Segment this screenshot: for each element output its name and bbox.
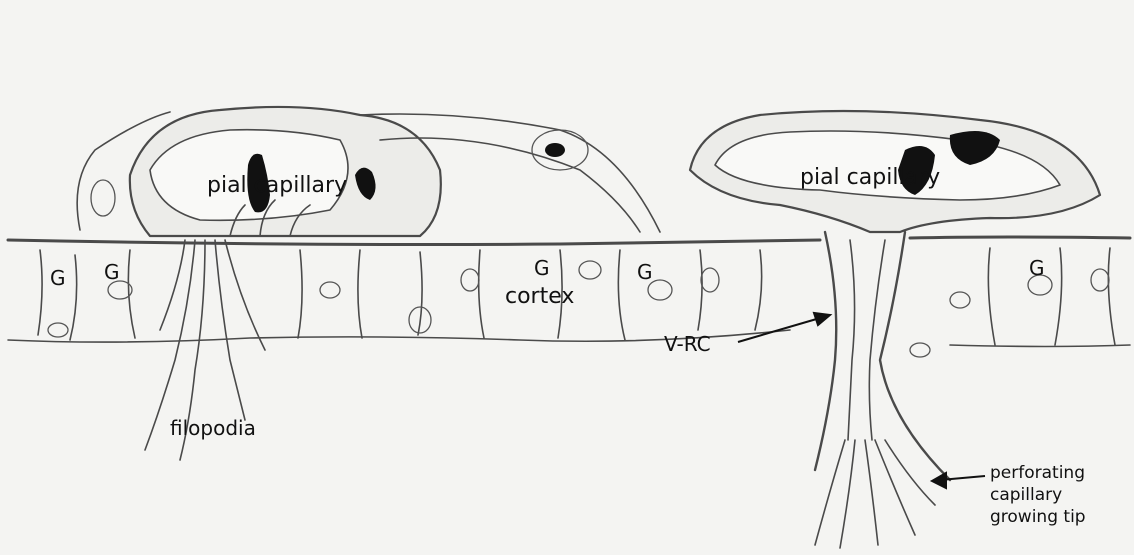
label-perforating-line1: perforating	[990, 462, 1086, 484]
perforating-capillary-wall-left	[815, 232, 836, 470]
label-filopodia: filopodia	[170, 418, 256, 438]
vrc-arrow	[738, 318, 820, 342]
label-pial-capillary-right: pial capillary	[800, 167, 940, 189]
label-glia-1: G	[50, 268, 66, 288]
label-perforating-line3: growing tip	[990, 506, 1086, 528]
label-pial-capillary-left: pial capillary	[207, 175, 347, 197]
label-cortex: cortex	[505, 286, 574, 308]
label-perforating-capillary-growing-tip: perforating capillary growing tip	[990, 462, 1086, 528]
label-glia-3: G	[534, 258, 550, 278]
label-perforating-line2: capillary	[990, 484, 1086, 506]
label-vrc: V-RC	[664, 334, 711, 354]
label-glia-2: G	[104, 262, 120, 282]
label-glia-5: G	[1029, 258, 1045, 278]
label-glia-4: G	[637, 262, 653, 282]
pia-surface-line	[8, 240, 820, 245]
